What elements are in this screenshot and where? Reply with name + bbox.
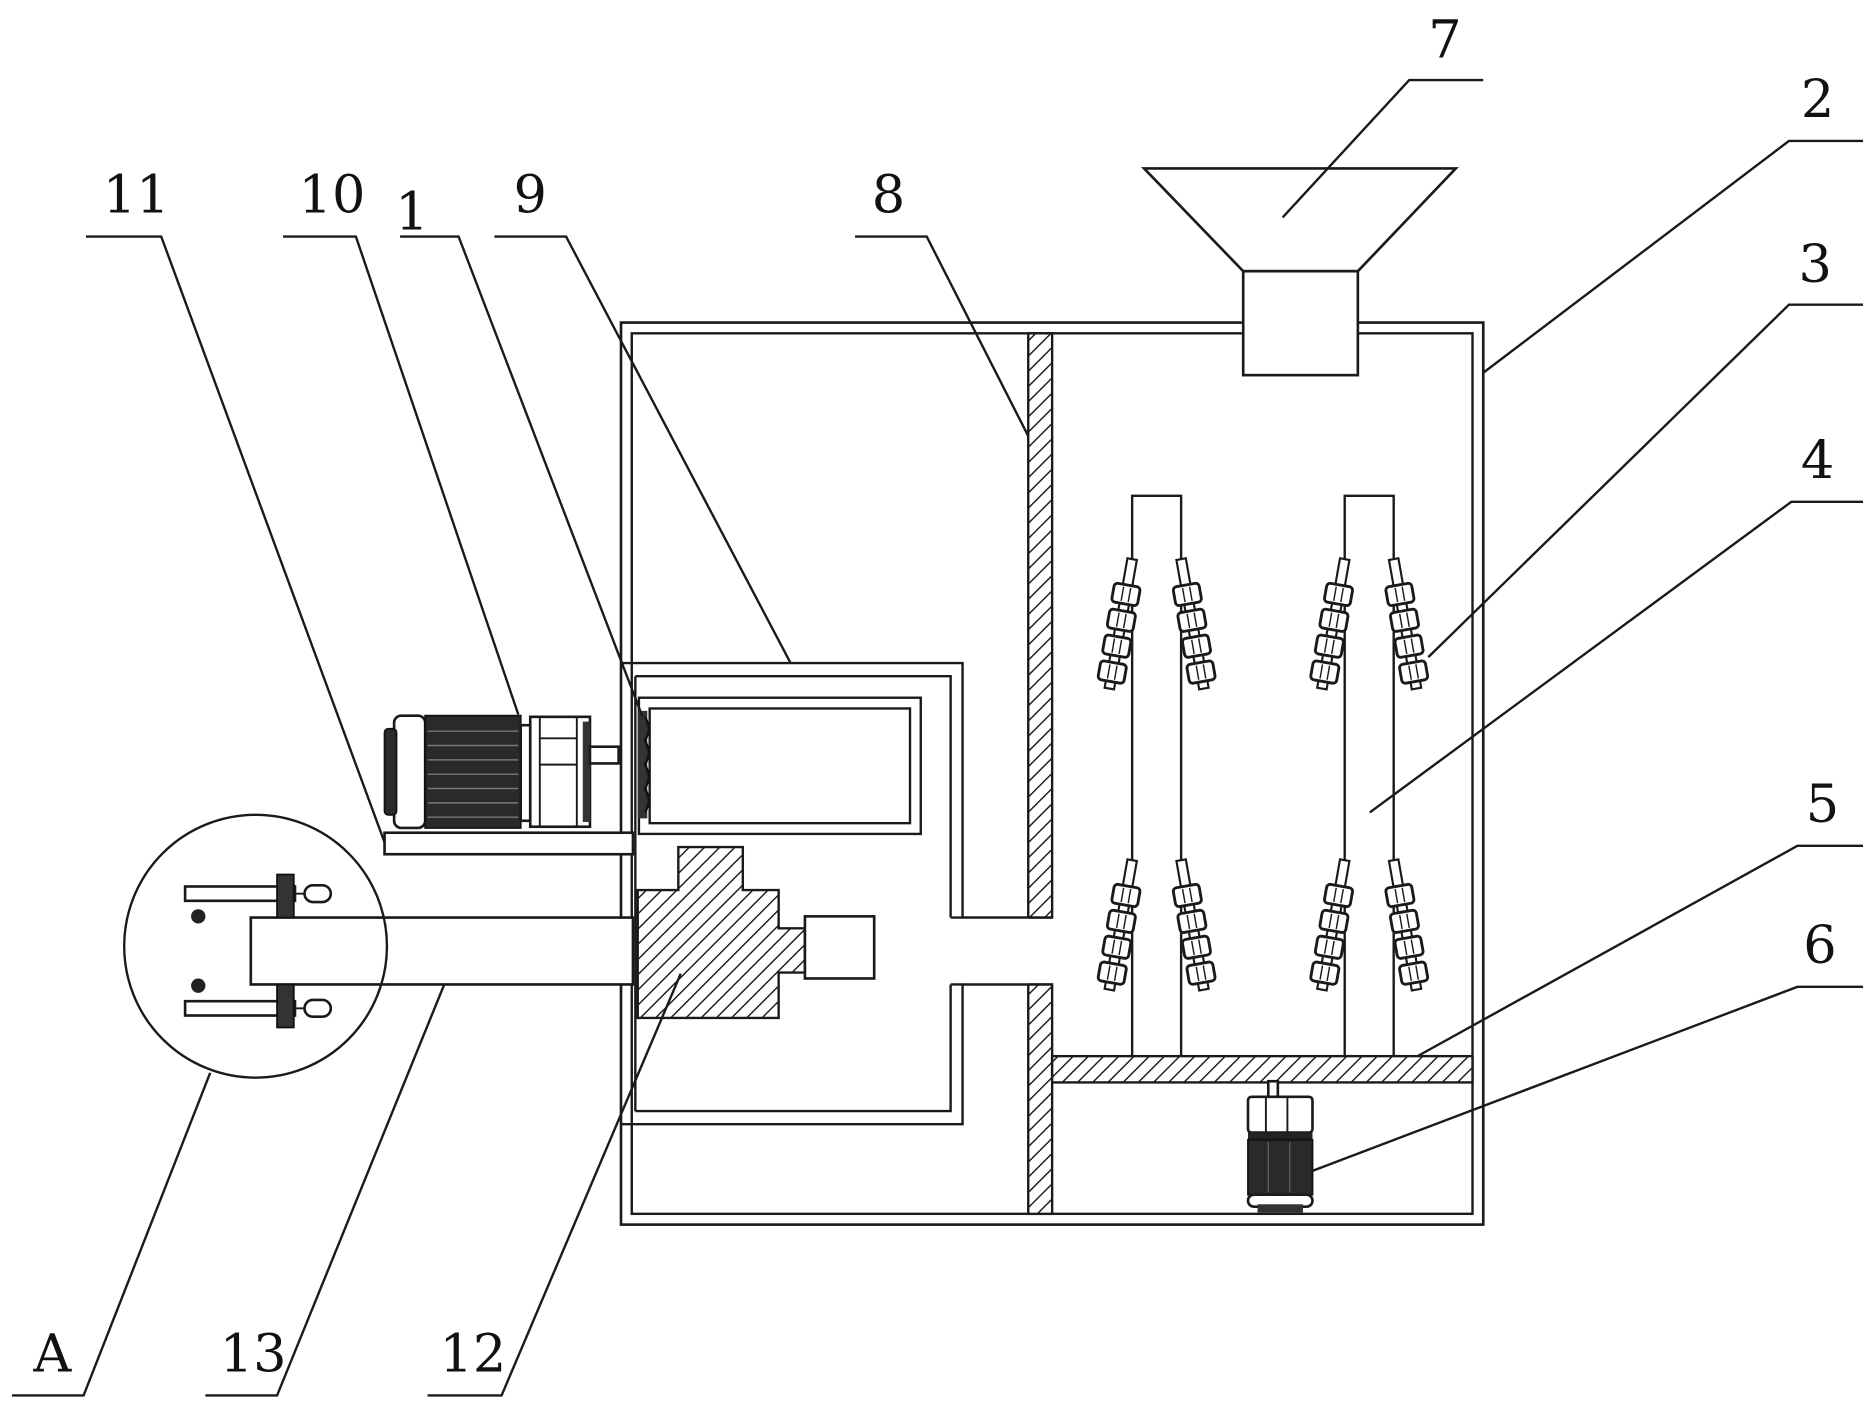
label-a: A [32, 1324, 72, 1385]
reference-labels: 11 10 1 9 8 7 2 3 4 5 6 A 13 12 [32, 9, 1839, 1384]
label-8: 8 [872, 165, 905, 226]
leader-7 [1281, 78, 1484, 219]
label-6: 6 [1803, 915, 1836, 976]
feed-hopper [1140, 167, 1459, 377]
duct-passage [950, 916, 1029, 986]
label-3: 3 [1799, 234, 1832, 295]
leader-5 [1416, 844, 1864, 1058]
spray-nozzles [1096, 557, 1430, 992]
spray-nozzle [1096, 858, 1142, 992]
supply-pipes [1130, 494, 1395, 1057]
partition-wall [1027, 332, 1054, 1216]
leader-2 [1482, 139, 1864, 374]
leader-11 [85, 235, 386, 843]
leader-6 [1312, 985, 1864, 1172]
label-12: 12 [439, 1324, 506, 1385]
label-1: 1 [395, 181, 428, 242]
leader-1 [400, 235, 644, 718]
leader-a [11, 1072, 212, 1397]
spray-nozzle [1096, 557, 1142, 691]
leader-10 [283, 235, 520, 715]
label-2: 2 [1801, 69, 1834, 130]
label-13: 13 [220, 1324, 287, 1385]
leader-3 [1427, 303, 1864, 658]
leader-4 [1369, 500, 1864, 814]
label-5: 5 [1806, 774, 1839, 835]
spray-nozzle [1384, 557, 1430, 691]
leader-9 [494, 235, 792, 664]
label-9: 9 [514, 165, 547, 226]
spray-nozzle [1384, 858, 1430, 992]
pump-motor [1246, 1079, 1314, 1213]
spray-nozzle [1309, 858, 1354, 992]
spray-nozzle [1309, 557, 1354, 691]
motor-mounting-plate [383, 831, 635, 856]
leader-13 [205, 984, 446, 1397]
leader-12 [427, 973, 682, 1397]
drive-motor [383, 714, 620, 830]
label-7: 7 [1428, 9, 1461, 70]
support-plate [1050, 1054, 1474, 1084]
leader-lines [11, 78, 1864, 1397]
label-10: 10 [299, 165, 366, 226]
leader-8 [855, 235, 1030, 437]
fan-impeller [637, 710, 650, 819]
outlet-pipe [249, 916, 635, 986]
label-4: 4 [1801, 430, 1834, 491]
spray-nozzle [1171, 858, 1217, 992]
detail-circle-a [123, 813, 389, 1079]
label-11: 11 [103, 165, 170, 226]
spray-nozzle [1171, 557, 1217, 691]
